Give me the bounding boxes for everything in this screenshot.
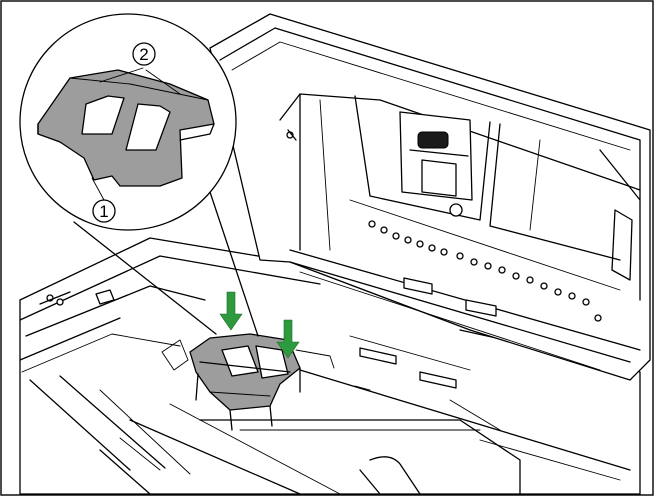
installed-paper-guide	[161, 333, 335, 431]
scanner-cover	[209, 13, 651, 391]
insert-arrows	[219, 291, 300, 359]
callout-2-circle	[132, 42, 156, 66]
callout-1: 1	[91, 177, 116, 223]
callout-2-label: 2	[139, 45, 148, 64]
callout-1-circle	[92, 199, 116, 223]
paper-guide-part	[37, 69, 215, 187]
zoom-callout: 2 1	[19, 13, 259, 337]
arrow-down-icon	[276, 319, 300, 359]
callout-2: 2	[99, 42, 181, 95]
arrow-down-icon	[219, 291, 243, 331]
callout-1-label: 1	[99, 202, 108, 221]
roller-row	[368, 220, 602, 322]
